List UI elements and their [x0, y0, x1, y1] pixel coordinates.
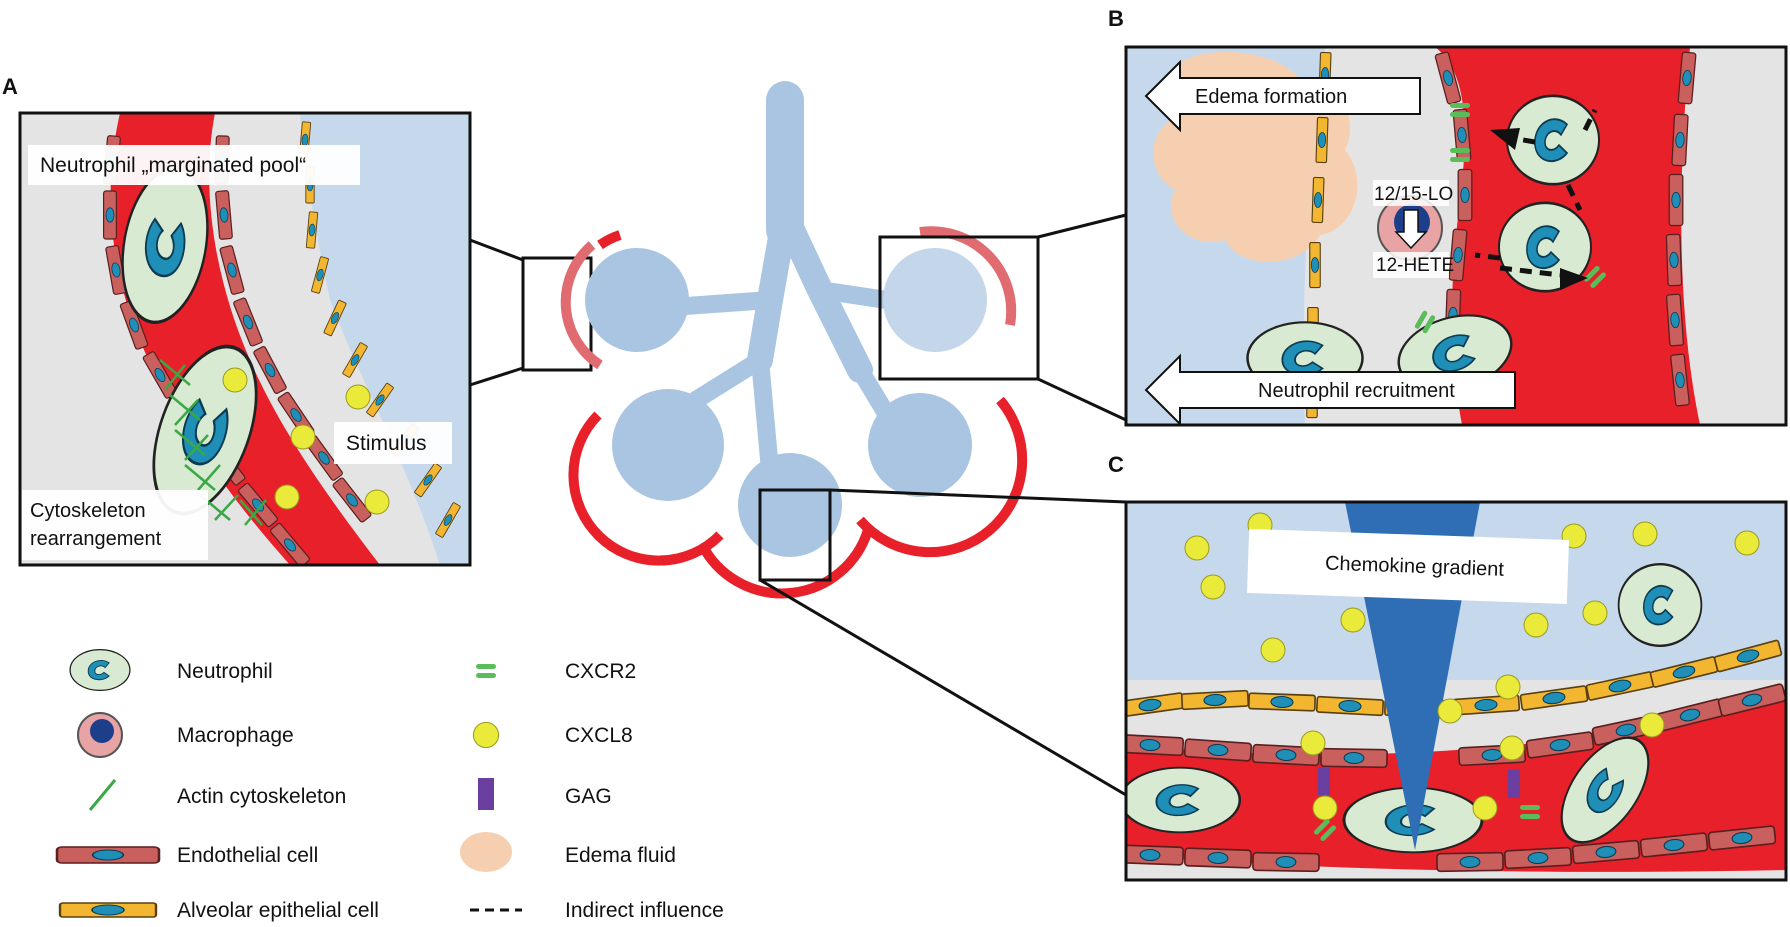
enzyme-label: 12/15-LO [1374, 184, 1453, 205]
panel-c-letter: C [1108, 452, 1124, 477]
edema-fluid-icon [460, 832, 512, 872]
macrophage-icon [77, 712, 123, 758]
legend-label-cxcr2: CXCR2 [565, 660, 636, 683]
epithelial-cell-icon [58, 901, 158, 919]
legend: Neutrophil Macrophage Actin cytoskeleton… [55, 648, 724, 922]
endothelial-cell-icon [55, 845, 161, 865]
product-label: 12-HETE [1376, 255, 1454, 276]
legend-label-neutrophil: Neutrophil [177, 660, 273, 683]
legend-label-indirect: Indirect influence [565, 899, 724, 922]
cxcr2-icon [476, 664, 496, 678]
panel-c: Chemokine gradient [1126, 502, 1786, 880]
marginated-pool-label: Neutrophil „marginated pool“ [40, 154, 306, 177]
rearrangement-label: rearrangement [30, 528, 162, 550]
panel-b-frame [1124, 45, 1788, 427]
legend-label-endothelial: Endothelial cell [177, 844, 318, 867]
legend-label-cxcl8: CXCL8 [565, 724, 633, 747]
panel-c-frame [1124, 500, 1788, 882]
panel-b-connectors [878, 213, 1127, 422]
lung-schematic [560, 81, 1028, 599]
legend-label-gag: GAG [565, 785, 612, 808]
edema-formation-label: Edema formation [1195, 86, 1347, 108]
legend-label-actin: Actin cytoskeleton [177, 785, 346, 808]
panel-a: Neutrophil „marginated pool“ Stimulus Cy… [20, 113, 470, 565]
panel-b-letter: B [1108, 6, 1124, 31]
actin-icon [88, 779, 117, 811]
recruitment-arrow [1144, 353, 1516, 425]
gag-icon [478, 778, 494, 810]
panel-b: Edema formation 12/15-LO 12-HETE Neutrop… [1126, 47, 1786, 425]
cytoskeleton-label: Cytoskeleton [30, 500, 146, 522]
legend-label-edema: Edema fluid [565, 844, 676, 867]
cxcl8-icon [472, 721, 500, 749]
neutrophil-recruitment-label: Neutrophil recruitment [1258, 380, 1455, 402]
edema-arrow [1144, 59, 1421, 133]
panel-a-frame [18, 111, 472, 567]
neutrophil-icon [69, 648, 131, 692]
legend-label-epithelial: Alveolar epithelial cell [177, 899, 379, 922]
stimulus-label: Stimulus [346, 432, 427, 455]
panel-a-letter: A [2, 74, 18, 99]
actin-hatching [159, 359, 267, 526]
panel-c-connectors [758, 488, 1127, 797]
legend-label-macrophage: Macrophage [177, 724, 294, 747]
